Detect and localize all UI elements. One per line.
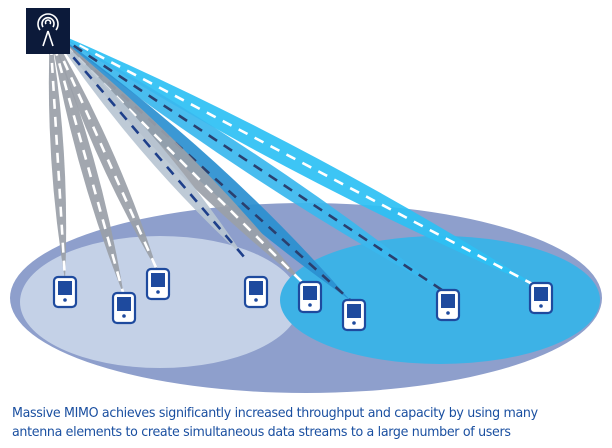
devices-group [52,267,554,332]
beam-stream-line-8 [49,44,67,281]
caption: Massive MIMO achieves significantly incr… [12,404,561,442]
smartphone-icon [243,275,269,309]
beam-stream-line-1 [78,44,541,290]
caption-line-2: antenna elements to create simultaneous … [12,424,511,440]
beam-stream-line-6 [55,43,160,273]
beams-group [48,30,541,301]
antenna-tower-icon [26,8,70,54]
beam-stream-line-2 [72,44,446,294]
coverage-area-left [20,236,300,368]
smartphone-icon [528,281,554,315]
smartphone-icon [111,291,137,325]
beam-stream-line-5 [60,42,246,259]
smartphone-icon [145,267,171,301]
smartphone-icon [435,288,461,322]
beam-stream-line-7 [53,45,126,297]
smartphone-icon [52,275,78,309]
smartphone-icon [341,298,367,332]
caption-line-1: Massive MIMO achieves significantly incr… [12,405,538,421]
beam-7 [50,30,124,296]
smartphone-icon [297,280,323,314]
